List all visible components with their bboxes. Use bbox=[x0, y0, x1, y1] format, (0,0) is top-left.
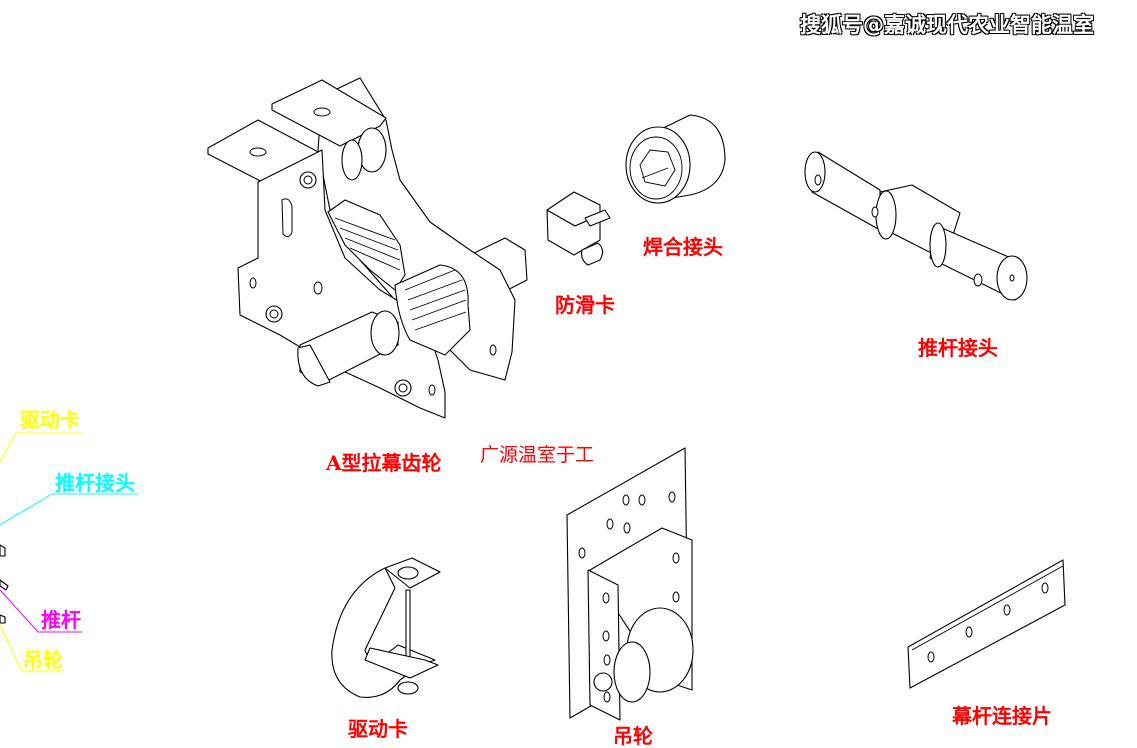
legend-item-push-rod: 推杆 bbox=[41, 608, 81, 632]
legend-item-drive-clamp: 驱动卡 bbox=[20, 408, 80, 432]
callout-lines bbox=[0, 432, 138, 672]
gear-label: A型拉幕齿轮 bbox=[326, 451, 442, 475]
curtain-rod-connector-drawing bbox=[907, 559, 1066, 689]
anti-slip-clip-drawing bbox=[546, 191, 611, 266]
weld-joint-label: 焊合接头 bbox=[643, 235, 723, 259]
watermark: 搜狐号@嘉诚现代农业智能温室 bbox=[800, 13, 1094, 37]
credit-text: 广源温室于工 bbox=[480, 444, 595, 466]
push-rod-joint-label: 推杆接头 bbox=[918, 336, 998, 360]
push-rod-joint-drawing bbox=[804, 151, 1028, 301]
gear-assembly-drawing bbox=[207, 77, 528, 419]
legend-item-push-rod-joint: 推杆接头 bbox=[55, 471, 135, 495]
curtain-rod-connector-label: 幕杆连接片 bbox=[952, 704, 1052, 728]
drive-clamp-label: 驱动卡 bbox=[348, 717, 408, 741]
drive-clamp-drawing bbox=[331, 557, 441, 698]
legend-item-hanging-wheel: 吊轮 bbox=[23, 648, 63, 672]
hanging-wheel-drawing bbox=[566, 447, 694, 721]
anti-slip-clip-label: 防滑卡 bbox=[555, 293, 615, 317]
hanging-wheel-label: 吊轮 bbox=[613, 724, 653, 748]
weld-joint-drawing bbox=[625, 114, 726, 204]
